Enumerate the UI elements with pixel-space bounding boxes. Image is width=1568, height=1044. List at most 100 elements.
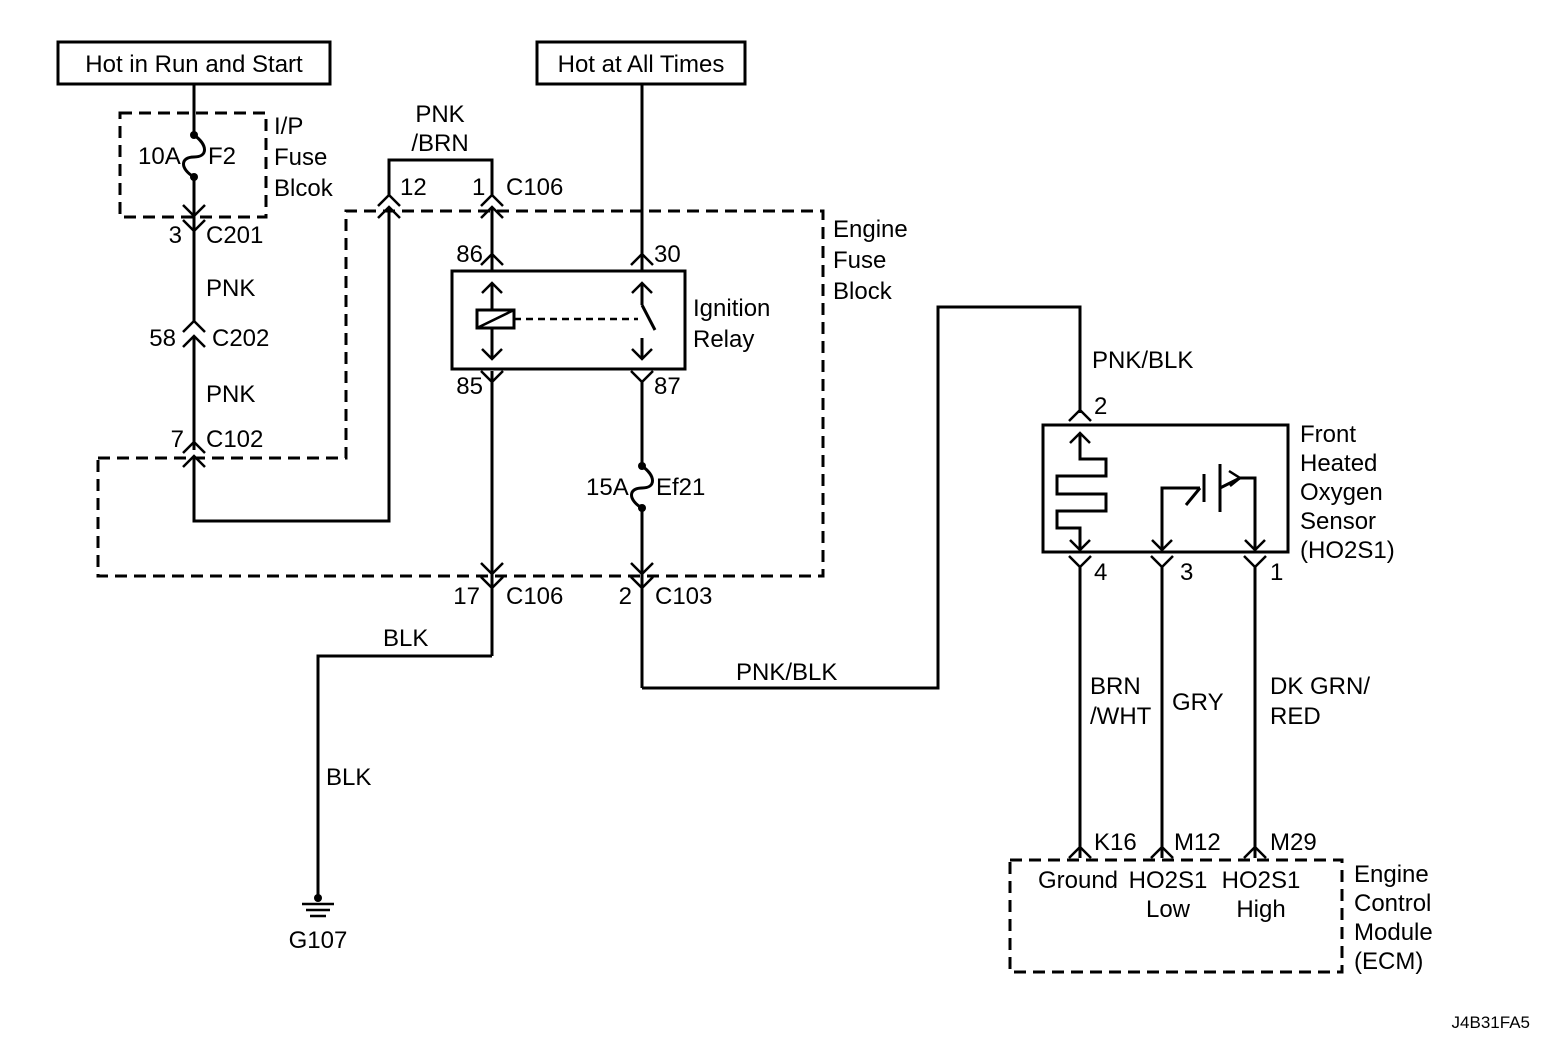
ip-fuse-block-label-3: Blcok [274,175,334,202]
connector-c201-pin: 3 [169,222,182,249]
ecm-label-4: (ECM) [1354,948,1423,975]
connector-c106-top-pin-b: 1 [472,174,485,201]
ignition-relay-label-1: Ignition [693,295,770,322]
fuse-f2-name: F2 [208,143,236,170]
wire-dk-grn-red-label-2: RED [1270,703,1321,730]
sensor-pin2-symbol [1068,408,1092,422]
connector-c202-pin: 58 [149,325,176,352]
wire-pnk-blk-label-high: PNK/BLK [1092,347,1193,374]
connector-c106-bottom-label: C106 [506,583,563,610]
ecm-high-label-2: High [1236,896,1285,923]
ecm-pin-k16-symbol [1068,845,1092,859]
relay-pin87-symbol [630,370,654,384]
relay-coil-arrow-top [481,281,503,294]
jumper-pnk-brn [387,158,494,195]
relay-pin-86: 86 [456,241,483,268]
ecm-pin-m29: M29 [1270,829,1317,856]
fuse-ef21-name: Ef21 [656,474,705,501]
arrow-c106-pin1-lower [480,205,504,219]
ground-junction [314,894,322,902]
sensor-heater-icon [1055,433,1108,550]
connector-c106-bottom-symbol [480,576,504,590]
connector-c102-pin: 7 [171,426,184,453]
ground-g107-label: G107 [289,927,348,954]
sensor-pin-3: 3 [1180,559,1193,586]
engine-fuse-block-label-3: Block [833,278,893,305]
arrow-relay-86 [480,252,504,266]
connector-c103-label: C103 [655,583,712,610]
sensor-element-low-arrow [1151,539,1173,552]
ecm-label-2: Control [1354,890,1431,917]
wire-brn-wht-label-1: BRN [1090,673,1141,700]
sensor-label-1: Front [1300,421,1356,448]
relay-coil-arrow-bottom [481,348,503,361]
sensor-cell-arrow [1228,469,1243,487]
sensor-label-5: (HO2S1) [1300,537,1395,564]
wire-dk-grn-red-label-1: DK GRN/ [1270,673,1370,700]
sensor-element-low-lead [1160,486,1200,550]
sensor-pin4-symbol [1068,555,1092,569]
fuse-f2-symbol [182,133,206,179]
connector-c201-label: C201 [206,222,263,249]
connector-c103-pin: 2 [619,583,632,610]
ecm-label-1: Engine [1354,861,1429,888]
figure-id: J4B31FA5 [1452,1013,1530,1032]
arrow-c106-pin12 [377,205,401,219]
sensor-element-high-arrow [1244,539,1266,552]
wire-pnk-label-1: PNK [206,275,255,302]
sensor-pin-1: 1 [1270,559,1283,586]
wire-blk-to-ground [316,654,492,896]
relay-switch-blade-icon [640,304,657,331]
wire-internal-c102-to-c106-12 [192,207,391,523]
ecm-low-label-1: HO2S1 [1129,867,1208,894]
ecm-high-label-1: HO2S1 [1222,867,1301,894]
connector-c102-label: C102 [206,426,263,453]
wire-pnk-blk-to-sensor [642,305,1082,690]
sensor-label-4: Sensor [1300,508,1376,535]
wire-pnk-label-2: PNK [206,381,255,408]
sensor-pin-4: 4 [1094,559,1107,586]
ecm-pin-k16: K16 [1094,829,1137,856]
sensor-element-high-lead [1219,476,1257,550]
connector-c106-top-label: C106 [506,174,563,201]
ecm-pin-m29-symbol [1243,845,1267,859]
relay-pin-30: 30 [654,241,681,268]
fuse-f2-rating: 10A [138,143,181,170]
sensor-pin-2: 2 [1094,393,1107,420]
wire-pnk-brn-label-1: PNK [415,101,464,128]
wire-blk-label-2: BLK [326,764,371,791]
source-all-times-label: Hot at All Times [558,51,725,78]
wire-gry-label: GRY [1172,689,1224,716]
connector-c103-symbol [630,576,654,590]
connector-c106-bottom-pin: 17 [453,583,480,610]
connector-c106-top-pin-a: 12 [400,174,427,201]
ignition-relay-label-2: Relay [693,326,754,353]
ground-icon [302,902,334,918]
relay-coil-hatch [476,308,515,330]
engine-fuse-block-label-2: Fuse [833,247,886,274]
arrow-c103-upper [630,562,654,576]
relay-switch-arrow-bottom [631,348,653,361]
sensor-label-3: Oxygen [1300,479,1383,506]
wire-pnk-blk-label-low: PNK/BLK [736,659,837,686]
arrow-relay-30 [630,252,654,266]
ip-fuse-block-label-1: I/P [274,113,303,140]
sensor-label-2: Heated [1300,450,1377,477]
ip-fuse-block-label-2: Fuse [274,144,327,171]
fuse-ef21-symbol [630,464,654,510]
sensor-heater-arrow-bottom [1069,539,1091,552]
ecm-ground-label: Ground [1038,867,1118,894]
engine-fuse-block-boundary [96,209,825,578]
engine-fuse-block-label-1: Engine [833,216,908,243]
connector-c202-label: C202 [212,325,269,352]
fuse-ef21-rating: 15A [586,474,629,501]
relay-pin-87: 87 [654,373,681,400]
relay-pin-85: 85 [456,373,483,400]
ecm-low-label-2: Low [1146,896,1191,923]
wire-blk-label-1: BLK [383,625,428,652]
connector-c106-top-symbol [377,193,504,207]
wire-pnk-brn-label-2: /BRN [411,130,468,157]
source-run-start-label: Hot in Run and Start [85,51,303,78]
ecm-pin-m12-symbol [1150,845,1174,859]
wire-brn-wht-label-2: /WHT [1090,703,1152,730]
